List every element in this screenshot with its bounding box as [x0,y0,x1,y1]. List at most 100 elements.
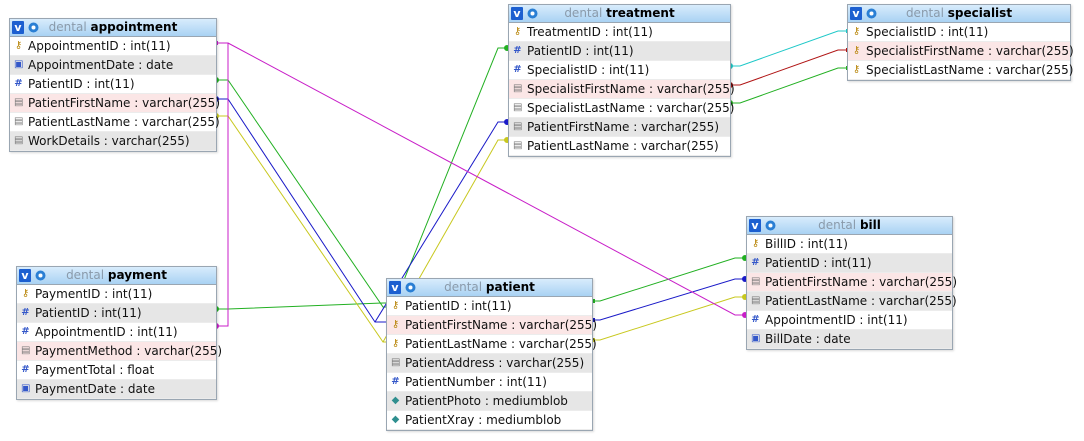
key-icon: ⚷ [751,238,760,249]
table-appointment[interactable]: v dental appointment ⚷AppointmentID : in… [9,18,220,152]
text-icon: ▤ [14,97,24,108]
hash-icon: # [391,376,400,387]
field-label: SpecialistLastName : varchar(255) [527,101,735,115]
field-row[interactable]: ▣BillDate : date [747,330,952,349]
field-row[interactable]: #PatientNumber : int(11) [387,373,592,392]
key-icon: ⚷ [852,26,861,37]
table-header[interactable]: v dental payment [17,267,216,285]
table-header[interactable]: v dental bill [747,217,952,235]
relation-line-specialist-lastname [730,67,848,104]
field-row[interactable]: ▤SpecialistFirstName : varchar(255) [509,80,735,99]
relation-line-payment-appointmentid [216,42,229,327]
toggle-v-icon[interactable]: v [389,281,401,294]
hash-icon: # [21,307,30,318]
table-header[interactable]: v dental treatment [509,5,730,23]
field-row[interactable]: #AppointmentID : int(11) [17,323,216,342]
gear-icon[interactable] [865,7,878,20]
field-label: PatientXray : mediumblob [405,413,562,427]
field-row[interactable]: ▤PatientLastName : varchar(255) [747,292,957,311]
field-label: AppointmentID : int(11) [35,325,178,339]
field-row[interactable]: ⚷ SpecialistFirstName : varchar(255) [848,42,1074,61]
field-row[interactable]: ⚷ PatientID : int(11) [387,297,592,316]
field-label: AppointmentID : int(11) [765,313,908,327]
field-label: PaymentMethod : varchar(255) [35,344,223,358]
relation-line-appointment-patientid [216,79,393,308]
field-row[interactable]: #PatientID : int(11) [10,75,216,94]
text-icon: ▤ [391,357,401,368]
field-row[interactable]: ▤PatientFirstName : varchar(255) [10,94,220,113]
field-label: PatientID : int(11) [405,299,512,313]
field-row[interactable]: ◆ PatientXray : mediumblob [387,411,592,430]
field-label: WorkDetails : varchar(255) [28,134,190,148]
field-row[interactable]: ▤WorkDetails : varchar(255) [10,132,216,151]
table-patient[interactable]: v dental patient ⚷PatientID : int(11)⚷Pa… [386,278,597,431]
field-row[interactable]: #SpecialistID : int(11) [509,61,730,80]
gear-icon[interactable] [764,219,777,232]
gear-icon[interactable] [34,269,47,282]
gear-icon[interactable] [27,21,40,34]
toggle-v-icon[interactable]: v [511,7,523,20]
relation-line-payment-patientid [216,302,393,310]
field-row[interactable]: ▤PatientLastName : varchar(255) [10,113,220,132]
relation-line-specialist-firstname [730,49,848,86]
field-row[interactable]: #PatientID : int(11) [17,304,216,323]
field-row[interactable]: ▤SpecialistLastName : varchar(255) [509,99,734,118]
field-row[interactable]: ◆PatientPhoto : mediumblob [387,392,592,411]
toggle-v-icon[interactable]: v [850,7,862,20]
field-row[interactable]: ▤ PatientLastName : varchar(255) [509,137,730,156]
blob-icon: ◆ [391,414,400,425]
field-label: PatientFirstName : varchar(255) [765,275,957,289]
table-specialist[interactable]: v dental specialist ⚷SpecialistID : int(… [847,4,1074,81]
field-row[interactable]: ⚷SpecialistID : int(11) [848,23,1070,42]
blob-icon: ◆ [391,395,400,406]
table-db-prefix: dental [564,6,607,20]
field-label: PatientLastName : varchar(255) [527,139,719,153]
field-row[interactable]: ▣PaymentDate : date [17,380,216,399]
field-row[interactable]: #PatientID : int(11) [747,254,952,273]
table-bill[interactable]: v dental bill ⚷ BillID : int(11) #PatientI… [746,216,957,350]
relation-line-treatment-patientid [392,47,507,308]
table-title: bill [859,218,881,232]
field-row[interactable]: ⚷ BillID : int(11) [747,235,952,254]
table-header[interactable]: v dental specialist [848,5,1070,23]
table-header[interactable]: v dental patient [387,279,592,297]
relation-line-bill-lastname [594,296,745,341]
relation-line-specialist-id [730,30,848,67]
field-row[interactable]: ⚷AppointmentID : int(11) [10,37,216,56]
field-row[interactable]: ⚷PaymentID : int(11) [17,285,216,304]
field-label: BillID : int(11) [765,237,848,251]
toggle-v-icon[interactable]: v [19,269,31,282]
toggle-v-icon[interactable]: v [12,21,24,34]
field-row[interactable]: ▤PatientFirstName : varchar(255) [747,273,957,292]
table-payment[interactable]: v dental payment ⚷PaymentID : int(11)#Pa… [16,266,222,400]
field-row[interactable]: ⚷TreatmentID : int(11) [509,23,730,42]
key-icon: ⚷ [391,319,400,330]
field-row[interactable]: ▤PaymentMethod : varchar(255) [17,342,222,361]
field-label: SpecialistFirstName : varchar(255) [866,44,1074,58]
field-row[interactable]: ▤PatientAddress : varchar(255) [387,354,592,373]
field-row[interactable]: ▤PatientFirstName : varchar(255) [509,118,730,137]
text-icon: ▤ [513,83,523,94]
gear-icon[interactable] [404,281,417,294]
field-row[interactable]: #AppointmentID : int(11) [747,311,952,330]
gear-icon[interactable] [526,7,539,20]
field-row[interactable]: ⚷SpecialistLastName : varchar(255) [848,61,1073,80]
toggle-v-icon[interactable]: v [749,219,761,232]
field-row[interactable]: #PatientID : int(11) [509,42,730,61]
key-icon: ⚷ [852,45,861,56]
field-row[interactable]: ⚷PatientLastName : varchar(255) [387,335,597,354]
field-row[interactable]: ▣AppointmentDate : date [10,56,216,75]
table-treatment[interactable]: v dental treatment ⚷TreatmentID : int(11… [508,4,735,157]
field-row[interactable]: ⚷PatientFirstName : varchar(255) [387,316,597,335]
table-db-prefix: dental [66,268,108,282]
table-title: payment [107,268,167,282]
table-db-prefix: dental [818,218,860,232]
hash-icon: # [21,364,30,375]
table-title: patient [485,280,535,294]
table-header[interactable]: v dental appointment [10,19,216,37]
field-label: PatientFirstName : varchar(255) [527,120,719,134]
key-icon: ⚷ [21,288,30,299]
text-icon: ▤ [513,140,523,151]
key-icon: ⚷ [391,300,400,311]
field-row[interactable]: #PaymentTotal : float [17,361,216,380]
